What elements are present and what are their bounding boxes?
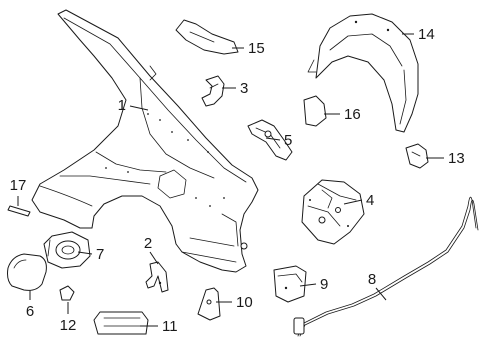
part-2-bracket (145, 261, 169, 293)
callout-5: 5 (284, 132, 292, 149)
callout-7: 7 (96, 246, 104, 263)
callout-3: 3 (240, 80, 248, 97)
leader-5 (265, 137, 281, 141)
part-15-trim-piece (175, 19, 239, 55)
leader-4 (343, 199, 363, 205)
part-13-clip (405, 143, 429, 169)
part-4-inner-bracket (301, 179, 365, 245)
part-12-clip (59, 285, 75, 301)
leader-2 (149, 251, 159, 265)
callout-16: 16 (344, 106, 361, 123)
callout-6: 6 (26, 303, 34, 320)
leader-9 (299, 283, 317, 287)
part-16-bracket (303, 95, 327, 127)
callout-15: 15 (248, 40, 265, 57)
part-10-bracket (197, 287, 221, 321)
part-11-trim-strip (93, 311, 149, 335)
leader-7 (77, 251, 93, 255)
part-17-bolt (7, 205, 31, 217)
leader-8 (375, 287, 387, 301)
callout-8: 8 (368, 271, 376, 288)
part-7-fuel-housing (43, 231, 91, 269)
part-5-reinforcement (247, 119, 293, 161)
callout-10: 10 (236, 294, 253, 311)
callout-17: 17 (10, 177, 27, 194)
callout-12: 12 (60, 317, 77, 334)
leader-1 (129, 105, 149, 111)
callout-14: 14 (418, 26, 435, 43)
part-14-wheelhouse-liner (307, 13, 419, 133)
part-3-bracket (201, 75, 225, 107)
callout-4: 4 (366, 192, 374, 209)
part-6-fuel-door (7, 253, 47, 291)
callout-11: 11 (162, 318, 178, 335)
callout-2: 2 (144, 235, 152, 252)
part-8-release-cable (293, 196, 479, 337)
callout-9: 9 (320, 276, 328, 293)
part-1-quarter-panel (31, 9, 259, 273)
part-9-module (273, 265, 307, 303)
callout-1: 1 (118, 97, 126, 114)
callout-13: 13 (448, 150, 465, 167)
